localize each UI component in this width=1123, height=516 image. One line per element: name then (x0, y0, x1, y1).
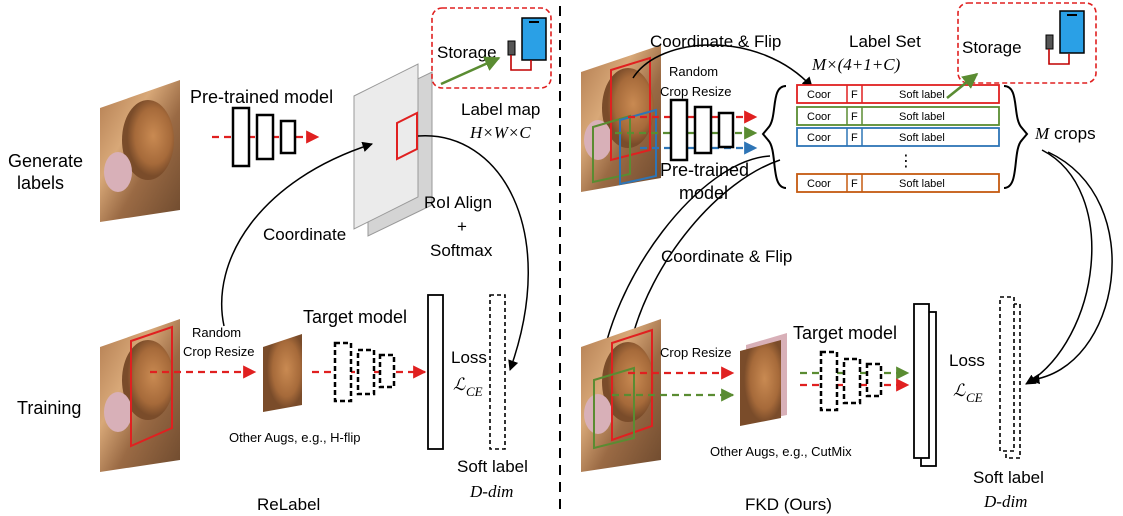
coordinate-flip-top-label: Coordinate & Flip (650, 32, 781, 51)
pretrained-network-icon (231, 106, 297, 168)
fkd-panel: Coordinate & Flip Random Crop Resize Pre… (581, 2, 1113, 514)
cropped-images-right (740, 333, 787, 426)
label-row-blue: Coor F Soft label (796, 127, 1000, 147)
crop-resize-label-right: Crop Resize (660, 345, 732, 360)
random-label-left: Random (192, 325, 241, 340)
target-model-label-right: Target model (793, 323, 897, 343)
target-output-bar-left (427, 294, 444, 450)
row-f: F (851, 178, 858, 190)
label-set-left-brace (761, 85, 787, 189)
soft-label-arrow-1 (1025, 149, 1093, 385)
crop-resize-label-right-top: Crop Resize (660, 84, 732, 99)
green-arrow-to-storage (440, 56, 501, 86)
other-augs-label-right: Other Augs, e.g., CutMix (710, 444, 852, 459)
storage-label-left: Storage (437, 43, 497, 62)
roi-align-label: RoI Align (424, 193, 492, 212)
soft-label-title-right: Soft label (973, 468, 1044, 487)
m-crops-label: crops (1054, 124, 1096, 143)
caption-fkd: FKD (Ours) (745, 495, 832, 514)
row-coor: Coor (807, 178, 831, 190)
random-label-right: Random (669, 64, 718, 79)
roi-softmax-arrow (417, 135, 529, 371)
input-image-top-right (581, 45, 661, 192)
pretrained-label-right-1: Pre-trained (660, 160, 749, 180)
training-image-left (100, 319, 180, 472)
label-set-title: Label Set (849, 32, 921, 51)
coordinate-flip-arrow-2 (627, 159, 781, 348)
pretrained-label-right-2: model (679, 183, 728, 203)
row-soft-label: Soft label (899, 132, 945, 144)
label-map-dims: H×W×C (469, 123, 531, 142)
loss-symbol-left: ℒ (453, 375, 466, 394)
caption-relabel: ReLabel (257, 495, 320, 514)
input-image-top (100, 80, 180, 222)
row-soft-label: Soft label (899, 178, 945, 190)
m-crops-symbol: M (1034, 124, 1050, 143)
pretrained-model-label: Pre-trained model (190, 87, 333, 107)
soft-label-bar-right-front (999, 296, 1015, 452)
soft-label-bar-left (489, 294, 506, 450)
d-dim-label-right: D-dim (983, 492, 1027, 511)
training-image-right (581, 319, 661, 472)
row-f: F (851, 132, 858, 144)
softmax-label: Softmax (430, 241, 493, 260)
storage-device-icon (521, 17, 547, 61)
loss-label-left: Loss (451, 348, 487, 367)
storage-device-icon-right (1059, 10, 1085, 54)
other-augs-label-left: Other Augs, e.g., H-flip (229, 430, 361, 445)
coordinate-arrow (220, 141, 373, 327)
soft-label-title-left: Soft label (457, 457, 528, 476)
label-row-green: Coor F Soft label (796, 106, 1000, 126)
storage-box-right: Storage (957, 2, 1097, 84)
target-output-bar-right-front (913, 303, 930, 459)
target-network-icon-right (819, 350, 883, 412)
target-network-icon-left (333, 341, 396, 403)
usb-plug-icon (507, 40, 516, 56)
loss-symbol-right: ℒ (953, 381, 966, 400)
label-map-icon (353, 63, 433, 237)
label-set-right-brace (1003, 85, 1029, 189)
row-coor: Coor (807, 111, 831, 123)
coordinate-label: Coordinate (263, 225, 346, 244)
row-coor: Coor (807, 89, 831, 101)
cropped-image-left (263, 334, 302, 412)
label-set-dims: M×(4+1+C) (811, 55, 901, 74)
label-row-red: Coor F Soft label (796, 84, 1000, 104)
green-arrow-to-storage-right (946, 72, 979, 100)
storage-label-right: Storage (962, 38, 1022, 57)
relabel-panel: Generate labels Training Pre-trained mod… (8, 7, 552, 514)
coordinate-flip-top-arrow (632, 44, 813, 88)
rows-ellipsis: ⋮ (898, 153, 914, 170)
d-dim-label-left: D-dim (469, 482, 513, 501)
row-label-labels: labels (17, 173, 64, 193)
loss-subscript-left: CE (466, 384, 483, 399)
target-model-label-left: Target model (303, 307, 407, 327)
loss-label-right: Loss (949, 351, 985, 370)
row-soft-label: Soft label (899, 89, 945, 101)
label-map-title: Label map (461, 100, 540, 119)
roi-plus-label: + (457, 217, 467, 236)
crop-resize-label-left: Crop Resize (183, 344, 255, 359)
row-soft-label: Soft label (899, 111, 945, 123)
row-coor: Coor (807, 132, 831, 144)
loss-subscript-right: CE (966, 390, 983, 405)
storage-box-left: Storage (431, 7, 552, 89)
row-f: F (851, 111, 858, 123)
coordinate-flip-mid-label: Coordinate & Flip (661, 247, 792, 266)
row-f: F (851, 89, 858, 101)
soft-label-arrow-2 (1028, 151, 1113, 385)
row-label-training: Training (17, 398, 81, 418)
label-row-orange: Coor F Soft label (796, 173, 1000, 193)
row-label-generate: Generate (8, 151, 83, 171)
usb-plug-icon-right (1045, 34, 1054, 50)
pretrained-network-icon-right (669, 98, 735, 162)
